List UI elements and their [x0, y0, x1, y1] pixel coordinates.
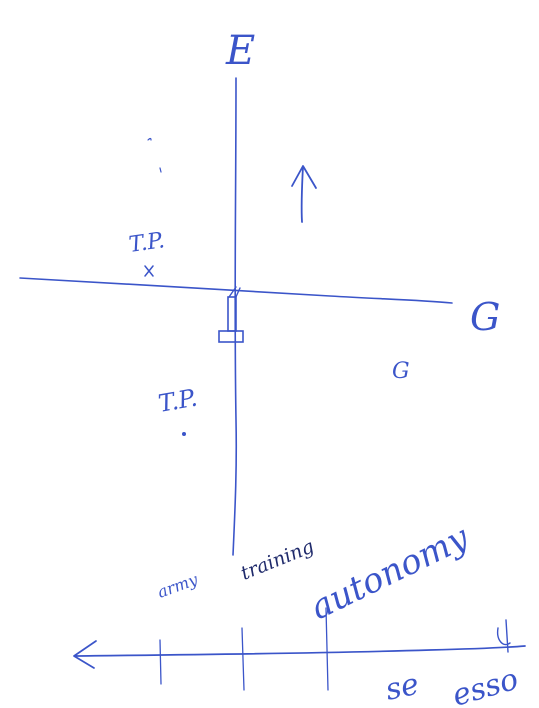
bottom-axis-ticks	[159, 607, 329, 691]
training-label: training	[238, 535, 317, 584]
bottom-right-label-2: esso	[449, 662, 523, 708]
lower-point-dot-icon	[182, 432, 186, 436]
lower-point-label: T.P.	[156, 384, 199, 418]
stray-mark-icon	[147, 137, 162, 173]
bottom-right-scribble-icon	[496, 619, 511, 653]
up-arrow-icon	[291, 165, 317, 223]
autonomy-label: autonomy	[304, 517, 475, 628]
top-axis-label: E	[225, 28, 255, 74]
army-label: army	[155, 569, 201, 601]
upper-point-cross-icon	[144, 265, 154, 277]
bottom-axis-arrow	[73, 640, 526, 669]
g-mark-label: G	[392, 359, 410, 384]
bottom-right-label-1: se	[382, 667, 422, 708]
vertical-axis	[232, 77, 238, 556]
horizontal-axis	[19, 277, 453, 304]
right-axis-label: G	[470, 295, 500, 339]
upper-point-label: T.P.	[127, 228, 166, 258]
axis-marker-icon	[218, 286, 244, 343]
